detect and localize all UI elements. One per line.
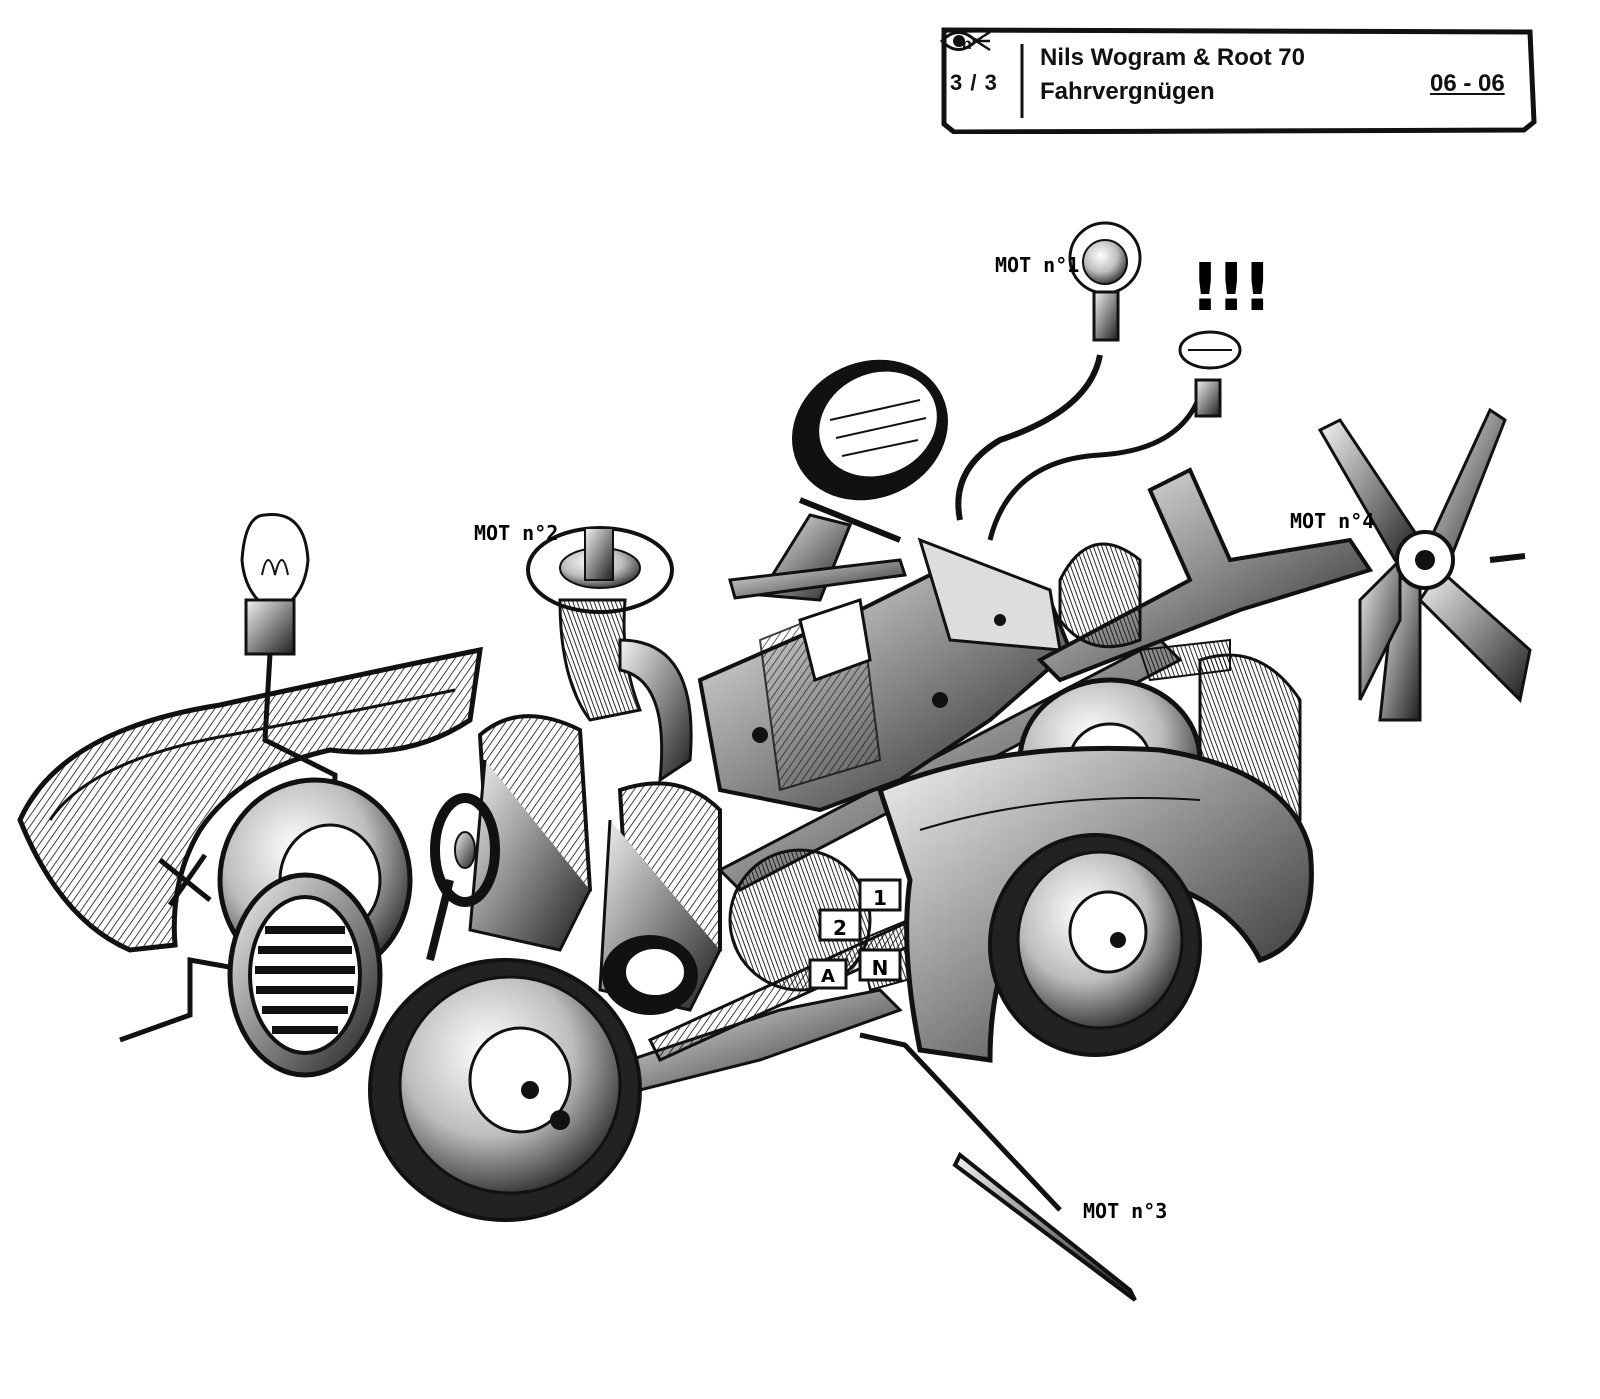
catalog-number: 06 - 06 xyxy=(1430,70,1505,97)
gear-label-1: 1 xyxy=(873,886,887,910)
headlamp-on-bracket xyxy=(728,359,948,602)
rear-fender xyxy=(876,745,1314,1063)
horn-trumpet xyxy=(526,526,693,784)
wiper xyxy=(859,1032,1137,1302)
eye-icon xyxy=(940,30,991,52)
title-box-frame xyxy=(941,27,1537,134)
rear-wheel xyxy=(988,833,1202,1057)
callout-mot3: MOT n°3 xyxy=(1083,1199,1167,1223)
front-fender xyxy=(17,646,483,953)
gear-label-n: N xyxy=(872,956,889,980)
steering-wheel xyxy=(426,793,500,961)
callout-mot1: MOT n°1 xyxy=(995,253,1079,277)
round-grille-lamp xyxy=(227,872,383,1078)
gear-label-2: 2 xyxy=(833,916,847,940)
bulb-small xyxy=(1068,221,1142,342)
artist-name: Nils Wogram & Root 70 xyxy=(1040,44,1305,71)
engine-block xyxy=(697,537,1073,813)
front-wheel xyxy=(368,958,642,1222)
callout-mot2: MOT n°2 xyxy=(474,521,558,545)
album-title-box: n° 3 / 3 Nils Wogram & Root 70 Fahrvergn… xyxy=(940,26,1538,134)
cooling-cylinders xyxy=(1058,542,1302,827)
headlight-ring xyxy=(602,935,698,1015)
warning-exclamations: !!! xyxy=(1190,249,1268,326)
callout-mot4: MOT n°4 xyxy=(1290,509,1374,533)
connector-plug xyxy=(1178,330,1242,418)
number-fraction: 3 / 3 xyxy=(950,70,998,95)
gear-shifter: 1 2 N A xyxy=(728,848,902,992)
album-title: Fahrvergnügen xyxy=(1040,78,1215,105)
seat-left xyxy=(468,714,593,952)
wiring-cables xyxy=(955,354,1203,541)
gear-label-a: A xyxy=(821,966,835,987)
cooling-fan xyxy=(1317,407,1532,722)
